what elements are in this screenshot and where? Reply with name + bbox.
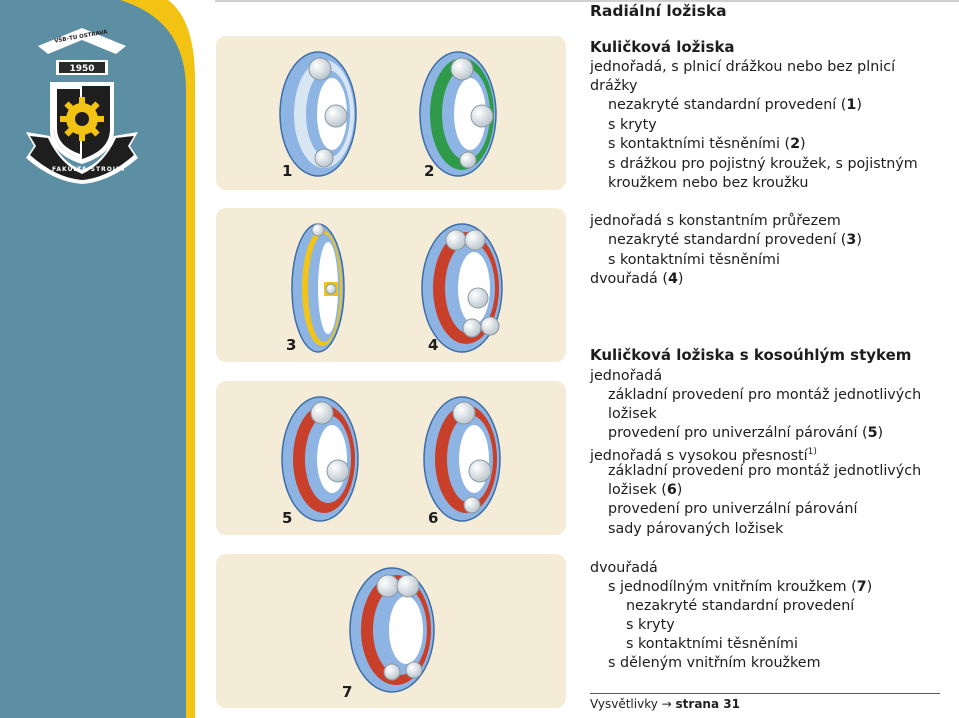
text-line: s děleným vnitřním kroužkem <box>608 655 821 671</box>
section-heading-ball-bearings: Kuličková ložiska <box>590 38 735 56</box>
figure-label-3: 3 <box>286 336 297 354</box>
figure-label-7: 7 <box>342 683 353 701</box>
text-line: provedení pro univerzální párování <box>608 501 858 517</box>
logo-year: 1950 <box>69 64 94 74</box>
top-rule <box>215 0 959 2</box>
bearing-1-illustration <box>279 51 357 177</box>
figure-panel-7: 7 <box>216 554 566 708</box>
section-heading-angular-contact: Kuličková ložiska s kosoúhlým stykem <box>590 346 912 364</box>
figure-label-5: 5 <box>282 509 293 527</box>
text-line: ložisek <box>608 406 657 422</box>
figure-panel-5-6: 5 6 <box>216 381 566 535</box>
footer-note: Vysvětlivky → strana 31 <box>590 697 740 711</box>
text-line: jednořadá s konstantním průřezem <box>590 213 841 229</box>
text-line: s kontaktními těsněními <box>626 636 798 652</box>
text-line: dvouřadá <box>590 560 658 576</box>
faculty-logo: 1950 VŠB–TU OSTRAVA FAKULTA STROJNÍ <box>20 24 145 184</box>
text-line: nezakryté standardní provedení (1) <box>608 97 862 113</box>
bearing-7-illustration <box>349 567 435 693</box>
bearing-6-illustration <box>423 396 501 522</box>
logo-bottom-text: FAKULTA STROJNÍ <box>52 166 126 173</box>
text-line: s drážkou pro pojistný kroužek, s pojist… <box>608 156 918 172</box>
text-line: dvouřadá (4) <box>590 271 684 287</box>
figure-label-4: 4 <box>428 336 439 354</box>
text-line: s kryty <box>608 117 657 133</box>
page-title: Radiální ložiska <box>590 2 727 20</box>
text-line: s kontaktními těsněními <box>608 252 780 268</box>
text-line: kroužkem nebo bez kroužku <box>608 175 809 191</box>
figure-label-6: 6 <box>428 509 439 527</box>
bearing-2-illustration <box>419 51 497 177</box>
text-line: ložisek (6) <box>608 482 683 498</box>
text-line: nezakryté standardní provedení <box>626 598 855 614</box>
bearing-5-illustration <box>281 396 359 522</box>
footer-page-link[interactable]: strana 31 <box>675 697 740 711</box>
text-line: drážky <box>590 78 638 94</box>
text-line: sady párovaných ložisek <box>608 521 784 537</box>
figure-panel-1-2: 1 2 <box>216 36 566 190</box>
bearing-4-illustration <box>421 223 503 353</box>
text-line: základní provedení pro montáž jednotlivý… <box>608 387 922 403</box>
text-line: základní provedení pro montáž jednotlivý… <box>608 463 922 479</box>
text-line: nezakryté standardní provedení (3) <box>608 232 862 248</box>
figure-panel-3-4: 3 4 <box>216 208 566 362</box>
footer-rule <box>590 693 940 694</box>
text-line: jednořadá <box>590 368 663 384</box>
text-line: jednořadá s vysokou přesností1) <box>590 447 817 464</box>
figure-label-2: 2 <box>424 162 435 180</box>
text-line: s jednodílným vnitřním kroužkem (7) <box>608 579 873 595</box>
text-line: s kryty <box>626 617 675 633</box>
text-line: provedení pro univerzální párování (5) <box>608 425 884 441</box>
text-line: s kontaktními těsněními (2) <box>608 136 806 152</box>
figure-label-1: 1 <box>282 162 293 180</box>
bearing-3-illustration <box>291 223 345 353</box>
text-line: jednořadá, s plnicí drážkou nebo bez pln… <box>590 59 896 75</box>
